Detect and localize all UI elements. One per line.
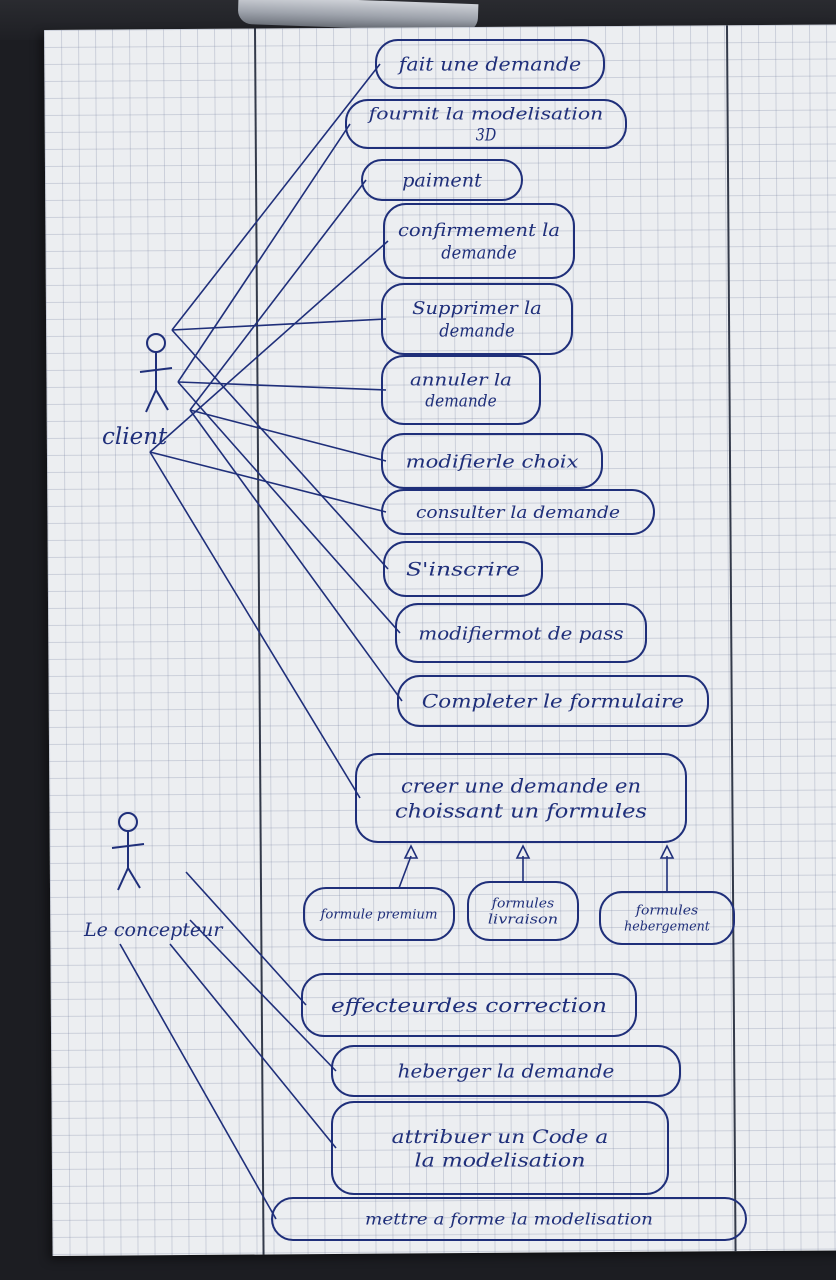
use-case-outline (271, 1197, 747, 1241)
use-case-label: Completer le formulaire (422, 691, 684, 713)
use-case-label: fournit la modelisation (366, 104, 603, 124)
use-case-label: consulter la demande (416, 503, 620, 523)
association-lines (119, 63, 403, 1220)
use-case-outline (331, 1101, 669, 1195)
stick-figure-icon (139, 333, 173, 413)
generalization-line (398, 855, 412, 889)
use-case-uc16: mettre a forme la modelisation (271, 1197, 747, 1241)
use-case-uc7: modifierle choix (381, 433, 603, 489)
use-case-label: creer une demande en (401, 774, 641, 798)
use-case-outline (303, 887, 455, 941)
actor-client: client (102, 333, 173, 450)
association-line (177, 123, 351, 383)
sub-case-sc3: formules hebergement (599, 891, 735, 945)
use-case-label: demande (425, 392, 496, 412)
use-case-outline (375, 39, 605, 89)
use-case-label: attribuer un Code a (392, 1126, 609, 1148)
association-line (185, 871, 307, 1006)
use-case-label: demande (441, 243, 517, 264)
use-case-outline (345, 99, 627, 149)
use-case-label: fait une demande (397, 54, 582, 76)
use-case-label: confirmement la (398, 220, 560, 241)
use-case-uc15: attribuer un Code ala modelisation (331, 1101, 669, 1195)
use-case-uc10: modifiermot de pass (395, 603, 647, 663)
sub-case-sc1: formule premium (303, 887, 455, 941)
use-case-outline (383, 203, 575, 279)
use-case-outline (331, 1045, 681, 1097)
use-case-outline (397, 675, 709, 727)
association-line (177, 381, 387, 391)
use-case-label: la modelisation (415, 1150, 586, 1172)
association-line (189, 179, 367, 411)
use-case-label: modifiermot de pass (418, 623, 623, 644)
actor-concepteur: Le concepteur (83, 812, 224, 941)
association-line (119, 943, 277, 1220)
use-case-label: choissant un formules (395, 799, 647, 823)
use-case-label: formules (491, 896, 555, 911)
use-case-label: paiment (402, 170, 482, 192)
association-line (177, 381, 401, 634)
use-case-label: S'inscrire (406, 559, 520, 581)
use-case-uc13: effecteurdes correction (301, 973, 637, 1037)
association-line (149, 451, 361, 799)
use-case-label: modifierle choix (406, 451, 579, 472)
actor-label-concepteur: Le concepteur (83, 919, 224, 941)
use-case-label: livraison (488, 913, 558, 928)
association-line (149, 451, 387, 513)
association-line (171, 318, 387, 331)
association-line (189, 919, 337, 1072)
association-line (169, 943, 337, 1149)
use-case-uc11: Completer le formulaire (397, 675, 709, 727)
use-case-label: Supprimer la (412, 298, 542, 319)
association-line (171, 63, 381, 331)
generalization-arrowhead (403, 844, 419, 859)
use-case-outline (395, 603, 647, 663)
use-case-outline (301, 973, 637, 1037)
actor-label-client: client (102, 424, 168, 450)
use-case-uc8: consulter la demande (381, 489, 655, 535)
association-line (189, 409, 403, 702)
use-case-label: formule premium (319, 908, 437, 923)
generalization-arrowhead (659, 844, 675, 859)
generalization-arrowhead (515, 844, 531, 859)
association-line (189, 409, 387, 462)
association-line (171, 329, 389, 570)
use-case-uc1: fait une demande (375, 39, 605, 89)
use-case-label: effecteurdes correction (331, 993, 607, 1017)
stick-figure-icon (111, 812, 145, 891)
use-case-outline (355, 753, 687, 843)
use-case-outline (467, 881, 579, 941)
use-case-uc3: paiment (361, 159, 523, 201)
use-case-label: annuler la (410, 370, 512, 390)
use-case-outline (381, 355, 541, 425)
use-case-label: mettre a forme la modelisation (365, 1210, 653, 1229)
use-case-label: heberger la demande (398, 1061, 615, 1083)
association-line (149, 240, 389, 453)
generalization-arrows (398, 844, 675, 892)
use-case-outline (381, 433, 603, 489)
use-case-outline (599, 891, 735, 945)
use-case-uc9: S'inscrire (383, 541, 543, 597)
use-case-label: 3D (476, 126, 497, 146)
use-case-label: demande (439, 321, 515, 342)
use-case-label: formules (635, 903, 699, 918)
use-case-outline (381, 283, 573, 355)
sub-case-sc2: formules livraison (467, 881, 579, 941)
use-case-label: hebergement (624, 920, 711, 935)
use-case-uc14: heberger la demande (331, 1045, 681, 1097)
use-cases: fait une demande fournit la modelisation3… (271, 39, 747, 1241)
use-case-outline (361, 159, 523, 201)
use-case-outline (383, 541, 543, 597)
use-case-outline (381, 489, 655, 535)
